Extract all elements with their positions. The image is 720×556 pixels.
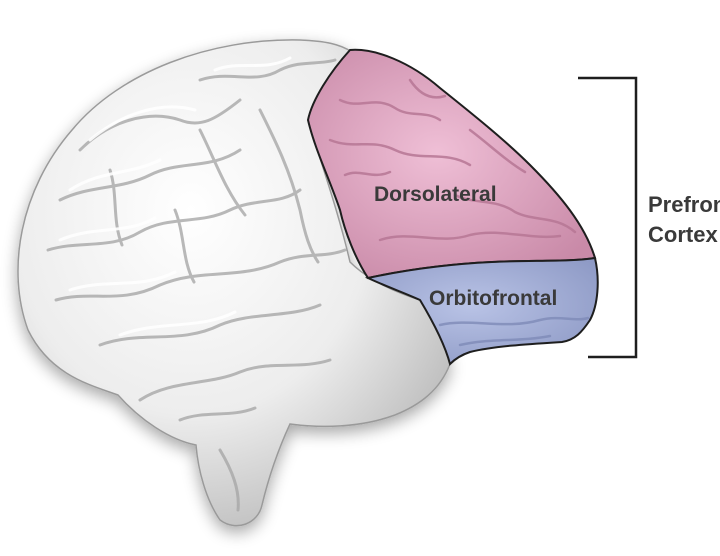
prefrontal-cortex-label: Prefrontal Cortex (648, 190, 720, 250)
brain-gyri-texture (46, 58, 347, 512)
prefrontal-label-line2: Cortex (648, 222, 718, 247)
prefrontal-label-line1: Prefrontal (648, 192, 720, 217)
orbitofrontal-texture (438, 316, 590, 347)
dorsolateral-label: Dorsolateral (374, 183, 497, 206)
orbitofrontal-label: Orbitofrontal (429, 287, 558, 310)
prefrontal-bracket (578, 76, 638, 359)
brain-highlight-texture (58, 56, 292, 337)
dorsolateral-texture (328, 78, 577, 242)
dorsolateral-region (306, 48, 597, 280)
